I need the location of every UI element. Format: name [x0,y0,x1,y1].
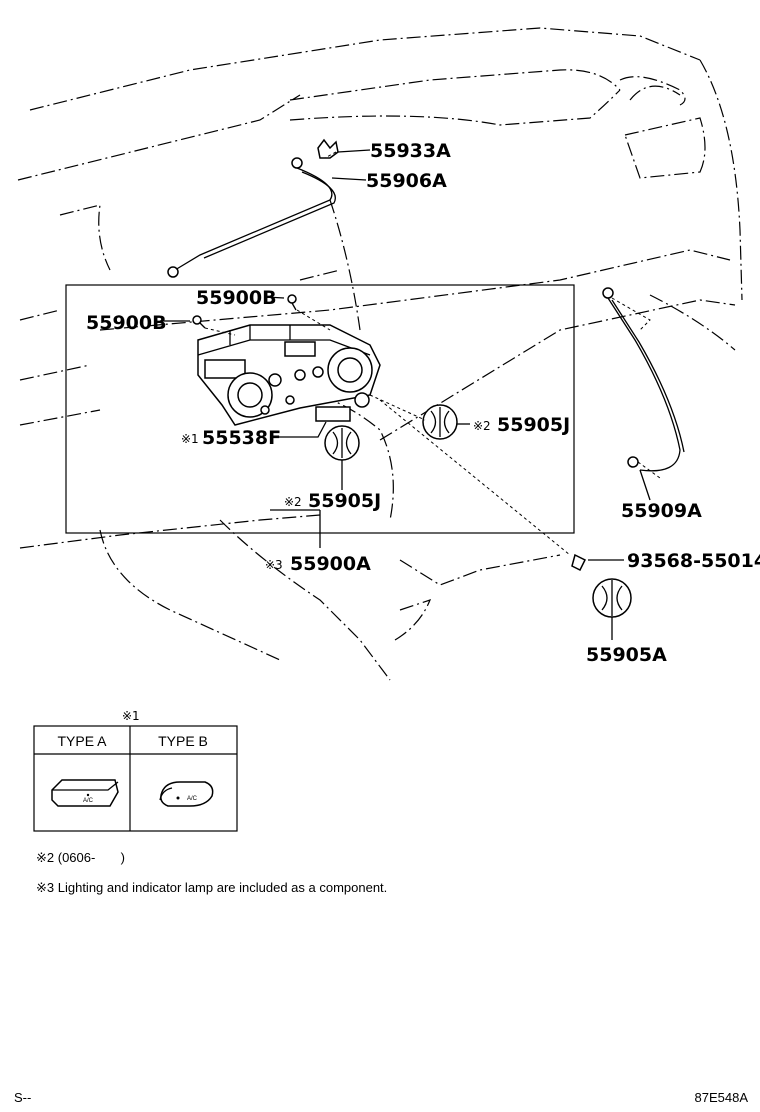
label-93568-55014: 93568-55014 [627,550,760,572]
variant-table: ※1 TYPE A TYPE B A/C A/C [33,709,238,832]
dashboard-outline [17,27,743,681]
screw-93568-55014 [571,553,587,572]
variant-table-col-a: TYPE A [57,733,107,749]
label-55905j-center: 55905J [308,490,381,512]
label-55909a: 55909A [621,500,702,522]
label-55900b-top: 55900B [196,287,277,309]
leader-lines [160,149,661,640]
footer-code: 87E548A [695,1090,749,1105]
knob-55905j-center [324,425,360,461]
label-55538f: 55538F [202,427,281,449]
variant-table-mark: ※1 [122,709,140,723]
cable-55906a [167,157,336,278]
svg-text:A/C: A/C [83,798,94,804]
label-55906a: 55906A [366,170,447,192]
label-55900b-left: 55900B [86,312,167,334]
knob-55905a [592,578,632,618]
clip-55933a [317,138,339,159]
callout-labels: 55933A 55906A 55900B 55900B ※1 55538F ※2… [86,140,760,666]
screw-55900b-top [287,294,297,311]
label-55900a: 55900A [290,553,371,575]
heater-control-panel [197,324,381,426]
mark-55900a: ※3 [265,558,283,572]
svg-text:A/C: A/C [187,796,198,802]
cable-55909a [602,287,685,472]
note-3: ※3 Lighting and indicator lamp are inclu… [36,880,387,895]
label-55905j-right: 55905J [497,414,570,436]
mark-55905j-right: ※2 [473,419,491,433]
switch-type-b: A/C [159,781,214,807]
variant-table-col-b: TYPE B [158,733,208,749]
mark-55905j-center: ※2 [284,495,302,509]
switch-type-a: A/C [51,779,119,807]
label-55933a: 55933A [370,140,451,162]
label-55905a: 55905A [586,644,667,666]
knob-55905j-right [422,404,458,440]
footer-left: S-- [14,1090,31,1105]
mark-55538f: ※1 [181,432,199,446]
screw-55900b-left [192,315,206,329]
note-2: ※2 (0606- ) [36,850,125,865]
